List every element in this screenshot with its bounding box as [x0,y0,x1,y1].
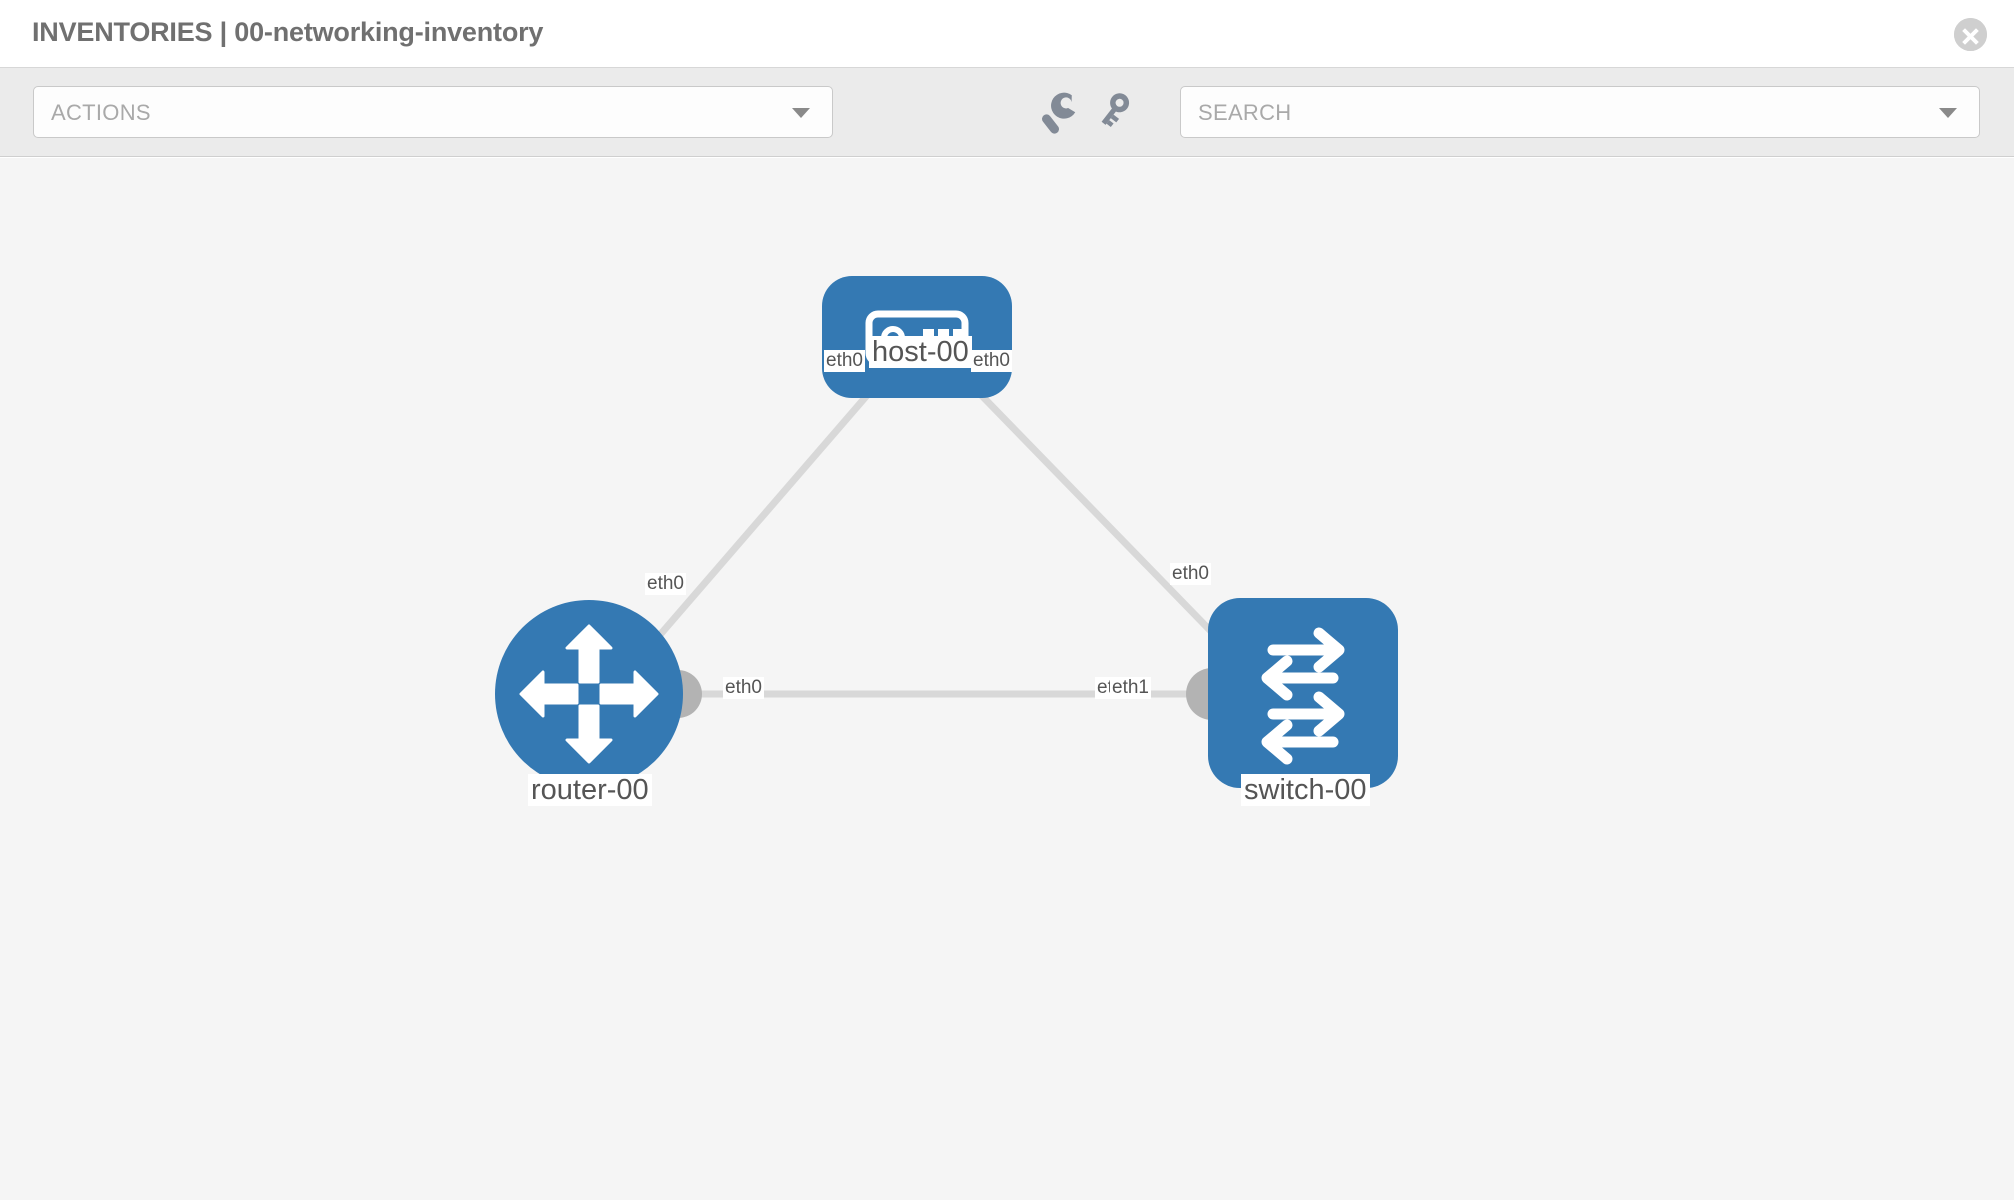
node-label-host: host-00 [869,336,972,369]
iface-label: eth0 [645,573,686,595]
iface-label: eth0 [1170,563,1211,585]
iface-label: eth1 [1110,677,1151,699]
node-label-switch: switch-00 [1241,774,1370,807]
topology-canvas[interactable]: eth0 host-00 eth0 eth0 eth0 eth0 eth1 et… [0,158,2014,1200]
search-placeholder: SEARCH [1198,100,1292,125]
close-icon[interactable] [1954,18,1987,51]
link-host-switch[interactable] [947,360,1238,659]
node-switch-00[interactable] [1208,598,1398,788]
actions-dropdown-label: ACTIONS [51,100,151,125]
node-label-router: router-00 [528,774,652,807]
iface-label: eth0 [824,350,865,372]
topology-links [637,360,1238,698]
iface-label: eth0 [971,350,1012,372]
chevron-down-icon[interactable] [1939,108,1957,118]
page-header: INVENTORIES | 00-networking-inventory [0,0,2014,68]
topology-graph [495,276,1398,788]
iface-label: eth0 [723,677,764,699]
wrench-icon[interactable] [1040,88,1084,136]
key-icon[interactable] [1098,88,1142,136]
page-title: INVENTORIES | 00-networking-inventory [32,17,544,47]
chevron-down-icon [792,108,810,118]
search-input[interactable]: SEARCH [1180,86,1980,138]
node-router-00[interactable] [495,600,683,788]
link-host-router[interactable] [637,360,898,661]
toolbar: ACTIONS SEARCH [0,68,2014,157]
actions-dropdown[interactable]: ACTIONS [33,86,833,138]
